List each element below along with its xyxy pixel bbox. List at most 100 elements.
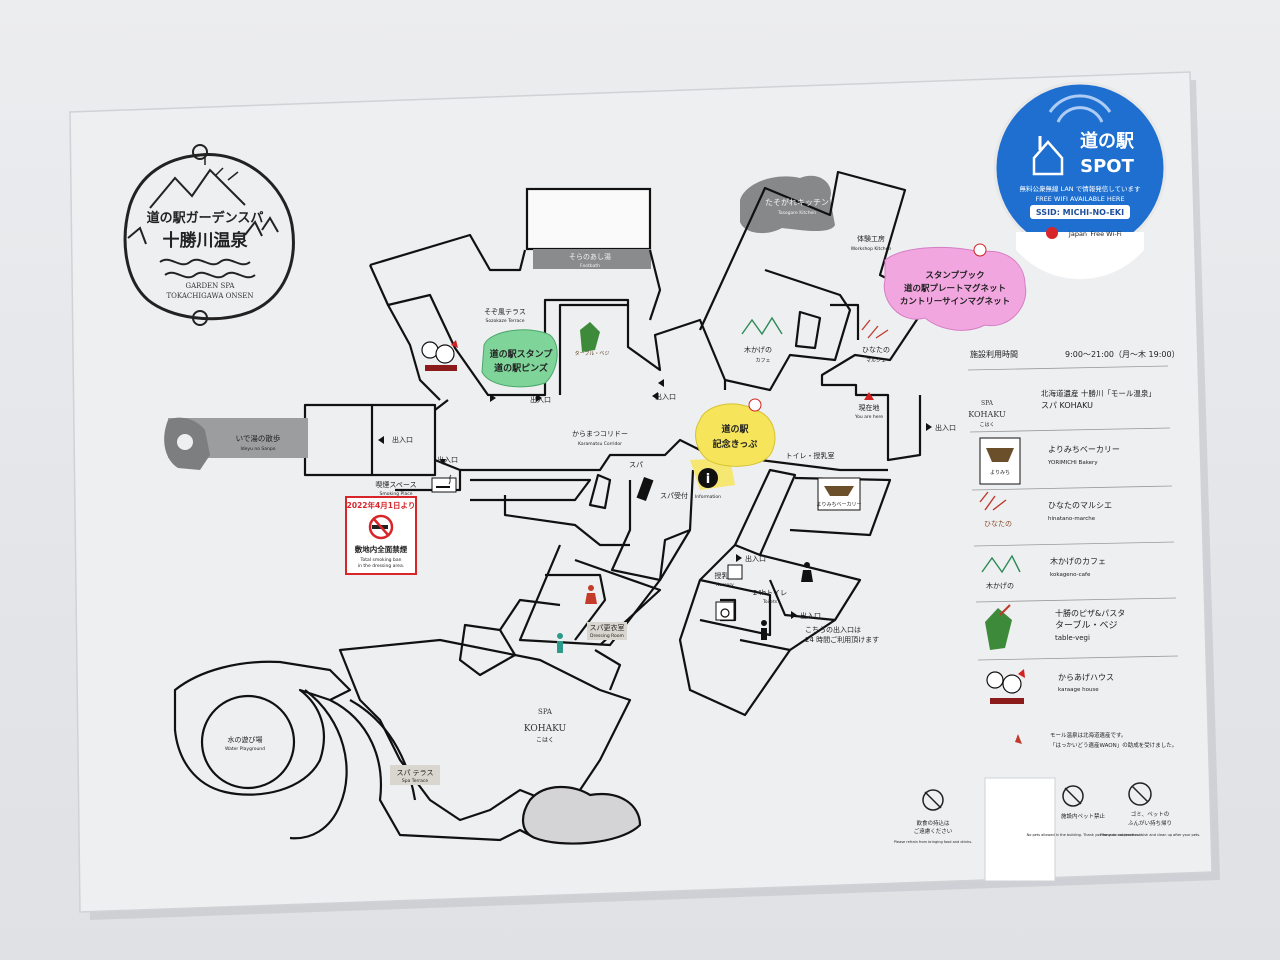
legend-item-1-jp: 北海道遺産 十勝川「モール温泉」 — [1041, 388, 1156, 398]
exit-label-1: 出入口 — [392, 435, 413, 444]
legend-item-4-en: kokageno-cafe — [1050, 572, 1091, 578]
no-smoking-jp: 敷地内全面禁煙 — [355, 544, 408, 554]
sozokaze-label-en: Sozokaze Terrace — [486, 318, 525, 324]
tasogare-label-en: Tasogare Kitchen — [777, 210, 816, 216]
stamp-en-2: TOKACHIGAWA ONSEN — [166, 292, 253, 300]
shop-icons: ターブル・ベジ 木かげの カフェ ひなたの マルシェ よりみちベーカリー i I… — [421, 316, 890, 511]
kippu-sticker: 道の駅 記念きっぷ — [695, 398, 776, 467]
dressing-label: スパ更衣室 — [590, 623, 625, 632]
female-icon — [585, 585, 597, 604]
magnet-line-1: スタンプブック — [925, 270, 984, 281]
svg-text:ターブル・ベジ: ターブル・ベジ — [575, 350, 610, 357]
exit24-note-2: 24 時間ご利用頂けます — [805, 635, 879, 644]
spa-reception-label: スパ受付 — [660, 491, 688, 500]
hinata-shop-label-2: マルシェ — [866, 358, 886, 364]
info-icon: i Information — [690, 458, 735, 500]
taiken-label-en: Workshop Kitchen — [851, 246, 892, 252]
table-vegi-shop-icon: ターブル・ベジ — [575, 322, 610, 357]
mizu-label-en: Water Playground — [225, 746, 265, 752]
toilet-nursery-label: トイレ・授乳室 — [786, 451, 835, 460]
no-smoking-en1: Total smoking ban — [360, 557, 402, 563]
house-icon — [1032, 140, 1064, 176]
hinata-shop-label-1: ひなたの — [862, 346, 890, 354]
sorano-label-en: Footbath — [580, 263, 600, 269]
male-toilet-icon — [761, 620, 767, 640]
exit-label-7: 出入口 — [800, 611, 821, 620]
sorano-label: そらのあし湯 — [569, 252, 611, 261]
japan-flag-icon — [1046, 227, 1058, 239]
magnet-line-3: カントリーサインマグネット — [900, 296, 1010, 307]
spa-terrace-label: スパ テラス — [396, 769, 433, 777]
nursery-label: 授乳室 — [715, 571, 736, 580]
rule-3-jp2: ふんがい持ち帰り — [1128, 819, 1172, 827]
karamatsu-label-en: Karamatsu Corridor — [578, 441, 622, 447]
legend-spa-logo-3: こはく — [979, 422, 994, 428]
toilet24-label: 24hトイレ — [753, 589, 787, 597]
you-are-here-marker-icon — [864, 392, 874, 400]
kippu-line-2: 記念きっぷ — [713, 438, 758, 450]
ideyu-label: いで湯の散歩 — [236, 433, 281, 443]
spa-label: スパ — [629, 461, 643, 469]
legend-item-spa-kohaku: SPA KOHAKU こはく 北海道遺産 十勝川「モール温泉」 スパ KOHAK… — [968, 388, 1156, 428]
stamp-pins-1: 道の駅スタンプ — [490, 348, 554, 360]
legend-item-table-vegi: 十勝のピザ&パスタ ターブル・ベジ table-vegi — [985, 604, 1125, 650]
exit-label-6: 出入口 — [745, 554, 766, 563]
exit24-note-1: こちらの出入口は — [805, 625, 861, 634]
info-label-en: Information — [695, 494, 721, 500]
rule-no-food: 飲食の持込は ご遠慮ください Please refrain from bring… — [894, 789, 972, 844]
no-smoking-date: 2022年4月1日より — [347, 500, 416, 510]
wifi-desc-en: FREE WIFI AVAILABLE HERE — [1035, 195, 1124, 203]
legend-item-2-jp: よりみちベーカリー — [1048, 445, 1120, 454]
svg-text:ひなたの: ひなたの — [984, 520, 1012, 528]
legend-item-6-en: karaage house — [1058, 687, 1099, 693]
karaage-shop-icon — [421, 340, 458, 371]
spa-kohaku-map-2: KOHAKU — [524, 724, 567, 734]
taiken-label: 体験工房 — [857, 234, 885, 243]
rule-1-jp2: ご遠慮ください — [914, 827, 953, 835]
nursery-label-en: Nursery — [716, 582, 734, 588]
hours-value: 9:00～21:00（月～木 19:00） — [1065, 349, 1180, 359]
exit-label-2: 出入口 — [437, 455, 458, 464]
legend-item-4-jp: 木かげのカフェ — [1050, 556, 1106, 566]
wifi-brand-en: SPOT — [1080, 156, 1134, 177]
female-toilet-icon — [801, 562, 813, 582]
heritage-note-1: モール温泉は北海道遺産です。 — [1050, 731, 1126, 739]
legend-item-6-jp: からあげハウス — [1058, 673, 1114, 682]
wifi-japan: Japan — [1068, 230, 1087, 238]
restroom-icons — [557, 562, 813, 653]
male-icon-spa — [557, 633, 563, 653]
kokage-cafe-icon: 木かげの カフェ — [741, 316, 783, 364]
svg-text:よりみち: よりみち — [990, 470, 1010, 476]
legend-item-5-jp2: ターブル・ベジ — [1055, 619, 1117, 631]
legend-item-2-en: YORIMICHI Bakery — [1047, 460, 1098, 466]
spa-kohaku-map-3: こはく — [536, 737, 554, 744]
no-smoking-icon — [368, 514, 394, 540]
rule-2-jp1: 施設内ペット禁止 — [1061, 812, 1106, 820]
kokage-shop-label-1: 木かげの — [744, 345, 772, 354]
rule-1-jp1: 飲食の持込は — [916, 819, 950, 827]
smoking-label: 喫煙スペース — [375, 480, 416, 489]
smoking-label-en: Smoking Place — [380, 491, 413, 497]
hinata-marche-icon: ひなたの マルシェ — [861, 319, 890, 364]
legend-item-kokage: 木かげの 木かげのカフェ kokageno-cafe — [981, 554, 1106, 590]
garden-spa-stamp: 道の駅ガーデンスパ 十勝川温泉 GARDEN SPA TOKACHIGAWA O… — [123, 144, 295, 326]
svg-text:よりみちベーカリー: よりみちベーカリー — [817, 502, 862, 508]
nursery-icon — [727, 564, 743, 580]
mizu-label: 水の遊び場 — [228, 735, 263, 744]
michi-no-eki-wifi-spot: 道の駅 SPOT 無料公衆無線 LAN で情報発信しています FREE WIFI… — [993, 81, 1167, 280]
legend-spa-logo-2: KOHAKU — [968, 410, 1006, 419]
rule-litter: ゴミ、ペットの ふんがい持ち帰り Please do not leave rub… — [1100, 782, 1200, 837]
hours-label: 施設利用時間 — [970, 349, 1018, 359]
svg-text:i: i — [706, 472, 710, 487]
legend-item-5-en: table-vegi — [1055, 634, 1090, 642]
exit-label-4: 出入口 — [655, 392, 676, 401]
magnet-goods-sticker: スタンプブック 道の駅プレートマグネット カントリーサインマグネット — [883, 243, 1027, 331]
wifi-desc-jp: 無料公衆無線 LAN で情報発信しています — [1019, 184, 1141, 193]
room-labels: たそがれキッチン Tasogare Kitchen 体験工房 Workshop … — [225, 197, 891, 785]
floor-plan — [168, 170, 932, 845]
legend-item-karaage: からあげハウス karaage house — [986, 669, 1114, 704]
genzaichi-label: 現在地 — [859, 403, 880, 412]
genzaichi-label-en: You are here — [854, 414, 883, 420]
legend: 施設利用時間 9:00～21:00（月～木 19:00） SPA KOHAKU … — [894, 349, 1200, 882]
